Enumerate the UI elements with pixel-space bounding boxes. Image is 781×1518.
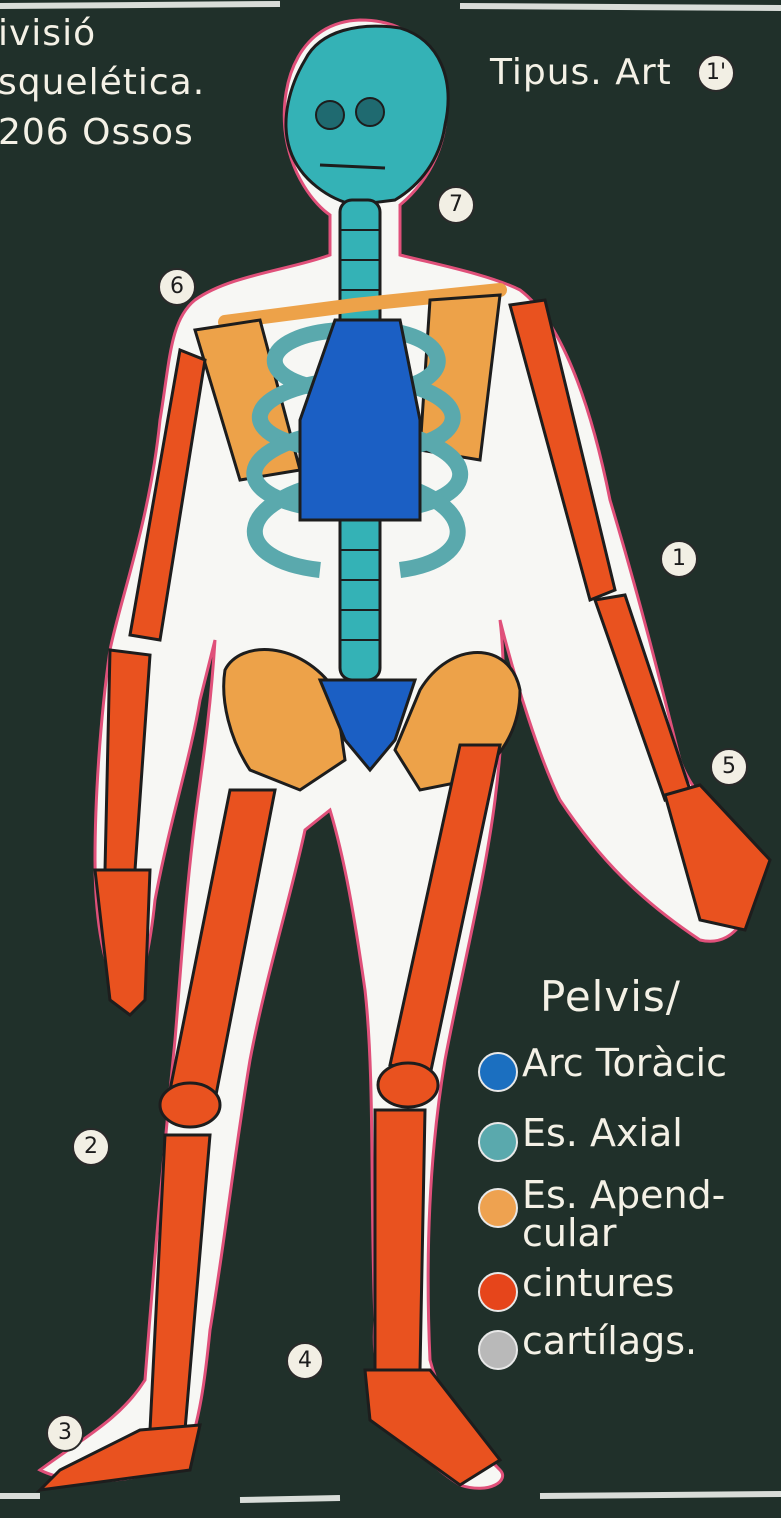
left-knee xyxy=(160,1083,220,1127)
marker-7: 7 xyxy=(437,186,475,224)
marker-6: 6 xyxy=(158,268,196,306)
color-swatch-orange xyxy=(478,1188,518,1228)
marker-5: 5 xyxy=(710,748,748,786)
marker-1: 1 xyxy=(660,540,698,578)
legend-label: Es. Apend-cular xyxy=(522,1176,772,1252)
legend-label: Es. Axial xyxy=(522,1110,683,1156)
chalk-line-bottom-right xyxy=(540,1494,781,1496)
marker-4: 4 xyxy=(286,1342,324,1380)
right-tibia xyxy=(375,1110,425,1370)
top-right-label: Tipus. Art xyxy=(490,52,672,93)
marker-3: 3 xyxy=(46,1414,84,1452)
marker-1prime: 1' xyxy=(697,54,735,92)
marker-2: 2 xyxy=(72,1128,110,1166)
chalk-line-top-right xyxy=(460,6,781,8)
right-foot xyxy=(365,1370,500,1485)
legend-title: Pelvis/ xyxy=(540,972,681,1021)
chalk-line-top-left xyxy=(0,4,280,6)
color-swatch-blue xyxy=(478,1052,518,1092)
right-knee xyxy=(378,1063,438,1107)
title-line-1: ivisió xyxy=(0,14,96,54)
color-swatch-gray xyxy=(478,1330,518,1370)
title-line-2: squelética. xyxy=(0,62,205,103)
legend-label: cintures xyxy=(522,1260,674,1306)
legend-label: cartílags. xyxy=(522,1318,697,1364)
legend-label: Arc Toràcic xyxy=(522,1040,727,1086)
title-line-3: 206 Ossos xyxy=(0,112,194,153)
left-hand xyxy=(95,870,150,1015)
chalk-line-bottom-mid xyxy=(240,1498,340,1500)
color-swatch-teal xyxy=(478,1122,518,1162)
color-swatch-red xyxy=(478,1272,518,1312)
